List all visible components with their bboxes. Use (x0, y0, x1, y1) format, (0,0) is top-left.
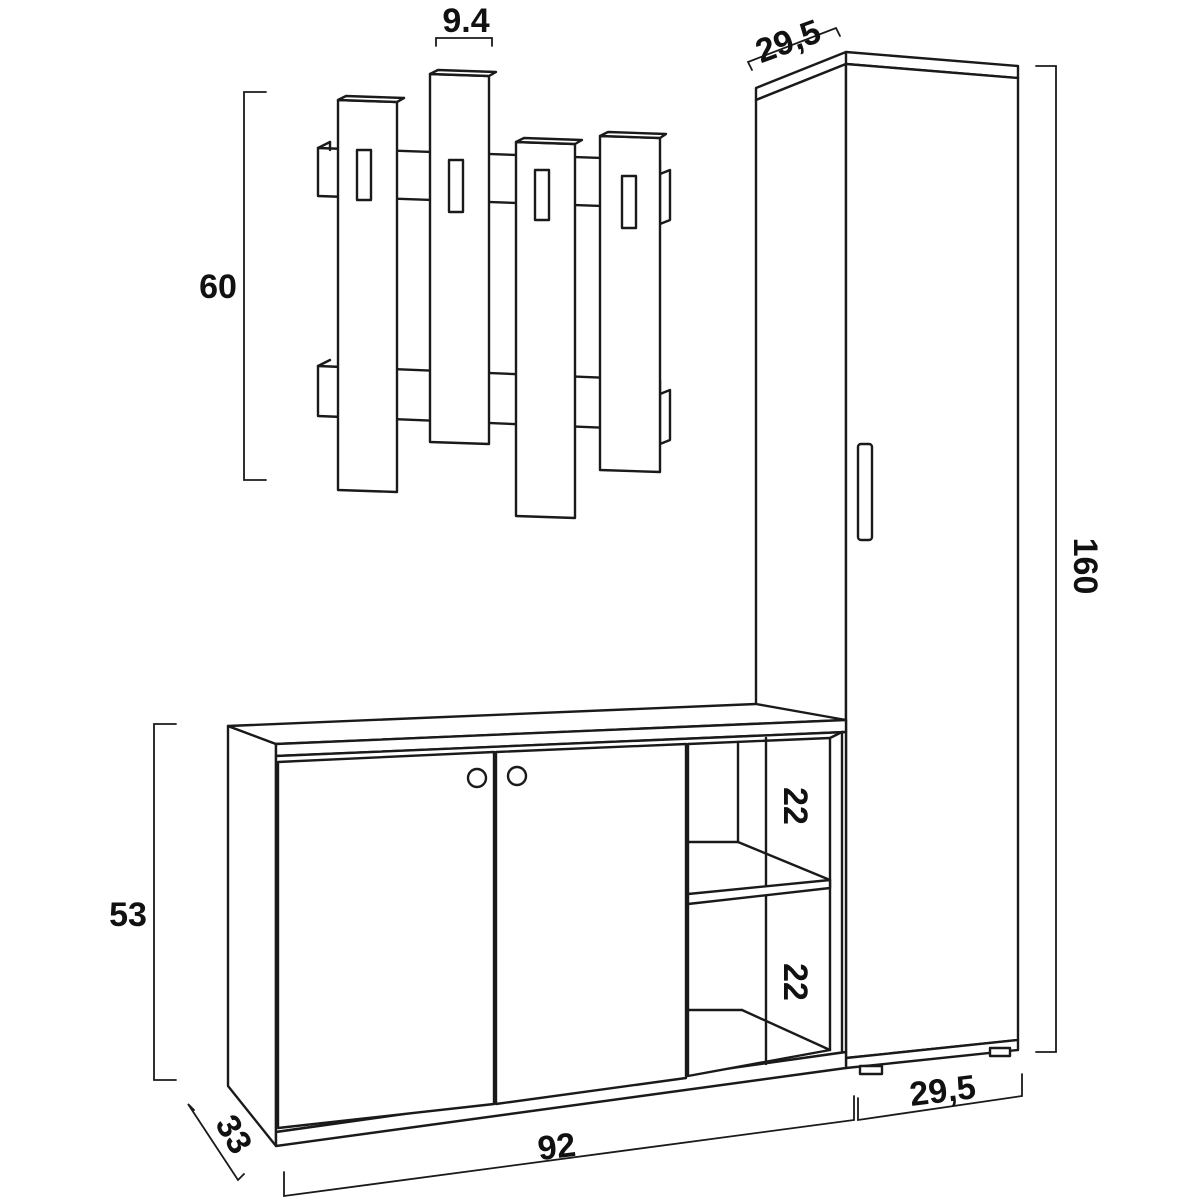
dimension-label: 92 (536, 1126, 578, 1168)
rail-end-right-top (658, 168, 672, 226)
dimension-label: 160 (1066, 538, 1104, 595)
tall-door-handle (856, 442, 874, 542)
hanger-board-3 (514, 136, 584, 520)
dimension-tall-height: 160 (1035, 65, 1104, 1053)
wall-coat-hanger (316, 68, 672, 520)
door-knob-right (506, 765, 528, 787)
tall-cabinet-foot (858, 1064, 884, 1076)
dimension-label: 53 (109, 896, 147, 934)
hook-slot (533, 168, 551, 222)
low-cabinet-side (226, 724, 278, 1148)
dimension-hook-width: 9.4 (435, 2, 493, 47)
dimension-label: 29,5 (907, 1068, 977, 1114)
dimension-tall-width: 29,5 (857, 1068, 1023, 1122)
rail-end-right-bottom (658, 388, 672, 446)
door-knob-left (466, 767, 488, 789)
low-cabinet-door-left (276, 750, 496, 1130)
dimension-shelf-upper: 22 (776, 787, 814, 825)
dimension-label: 60 (199, 268, 237, 306)
tall-cabinet-door (844, 62, 1020, 1060)
hanger-board-1 (336, 94, 406, 494)
hook-slot (355, 148, 373, 202)
dimension-hanger-height: 60 (199, 91, 267, 481)
hook-slot (620, 174, 638, 230)
dimension-label: 9.4 (442, 2, 489, 40)
dimension-label: 29,5 (751, 12, 826, 70)
low-cabinet (226, 702, 848, 1148)
shelf-upper (686, 878, 832, 906)
dimension-low-width: 92 (283, 1095, 855, 1198)
dimension-low-depth: 33 (187, 1103, 259, 1182)
hanger-board-2 (428, 68, 498, 446)
hook-slot (447, 158, 465, 214)
hanger-board-4 (598, 130, 668, 474)
low-cabinet-door-right (494, 742, 688, 1106)
dimension-shelf-lower: 22 (776, 963, 814, 1001)
open-shelf-unit (686, 730, 844, 1078)
tall-cabinet-foot (988, 1046, 1012, 1058)
dimension-low-height: 53 (109, 723, 177, 1081)
